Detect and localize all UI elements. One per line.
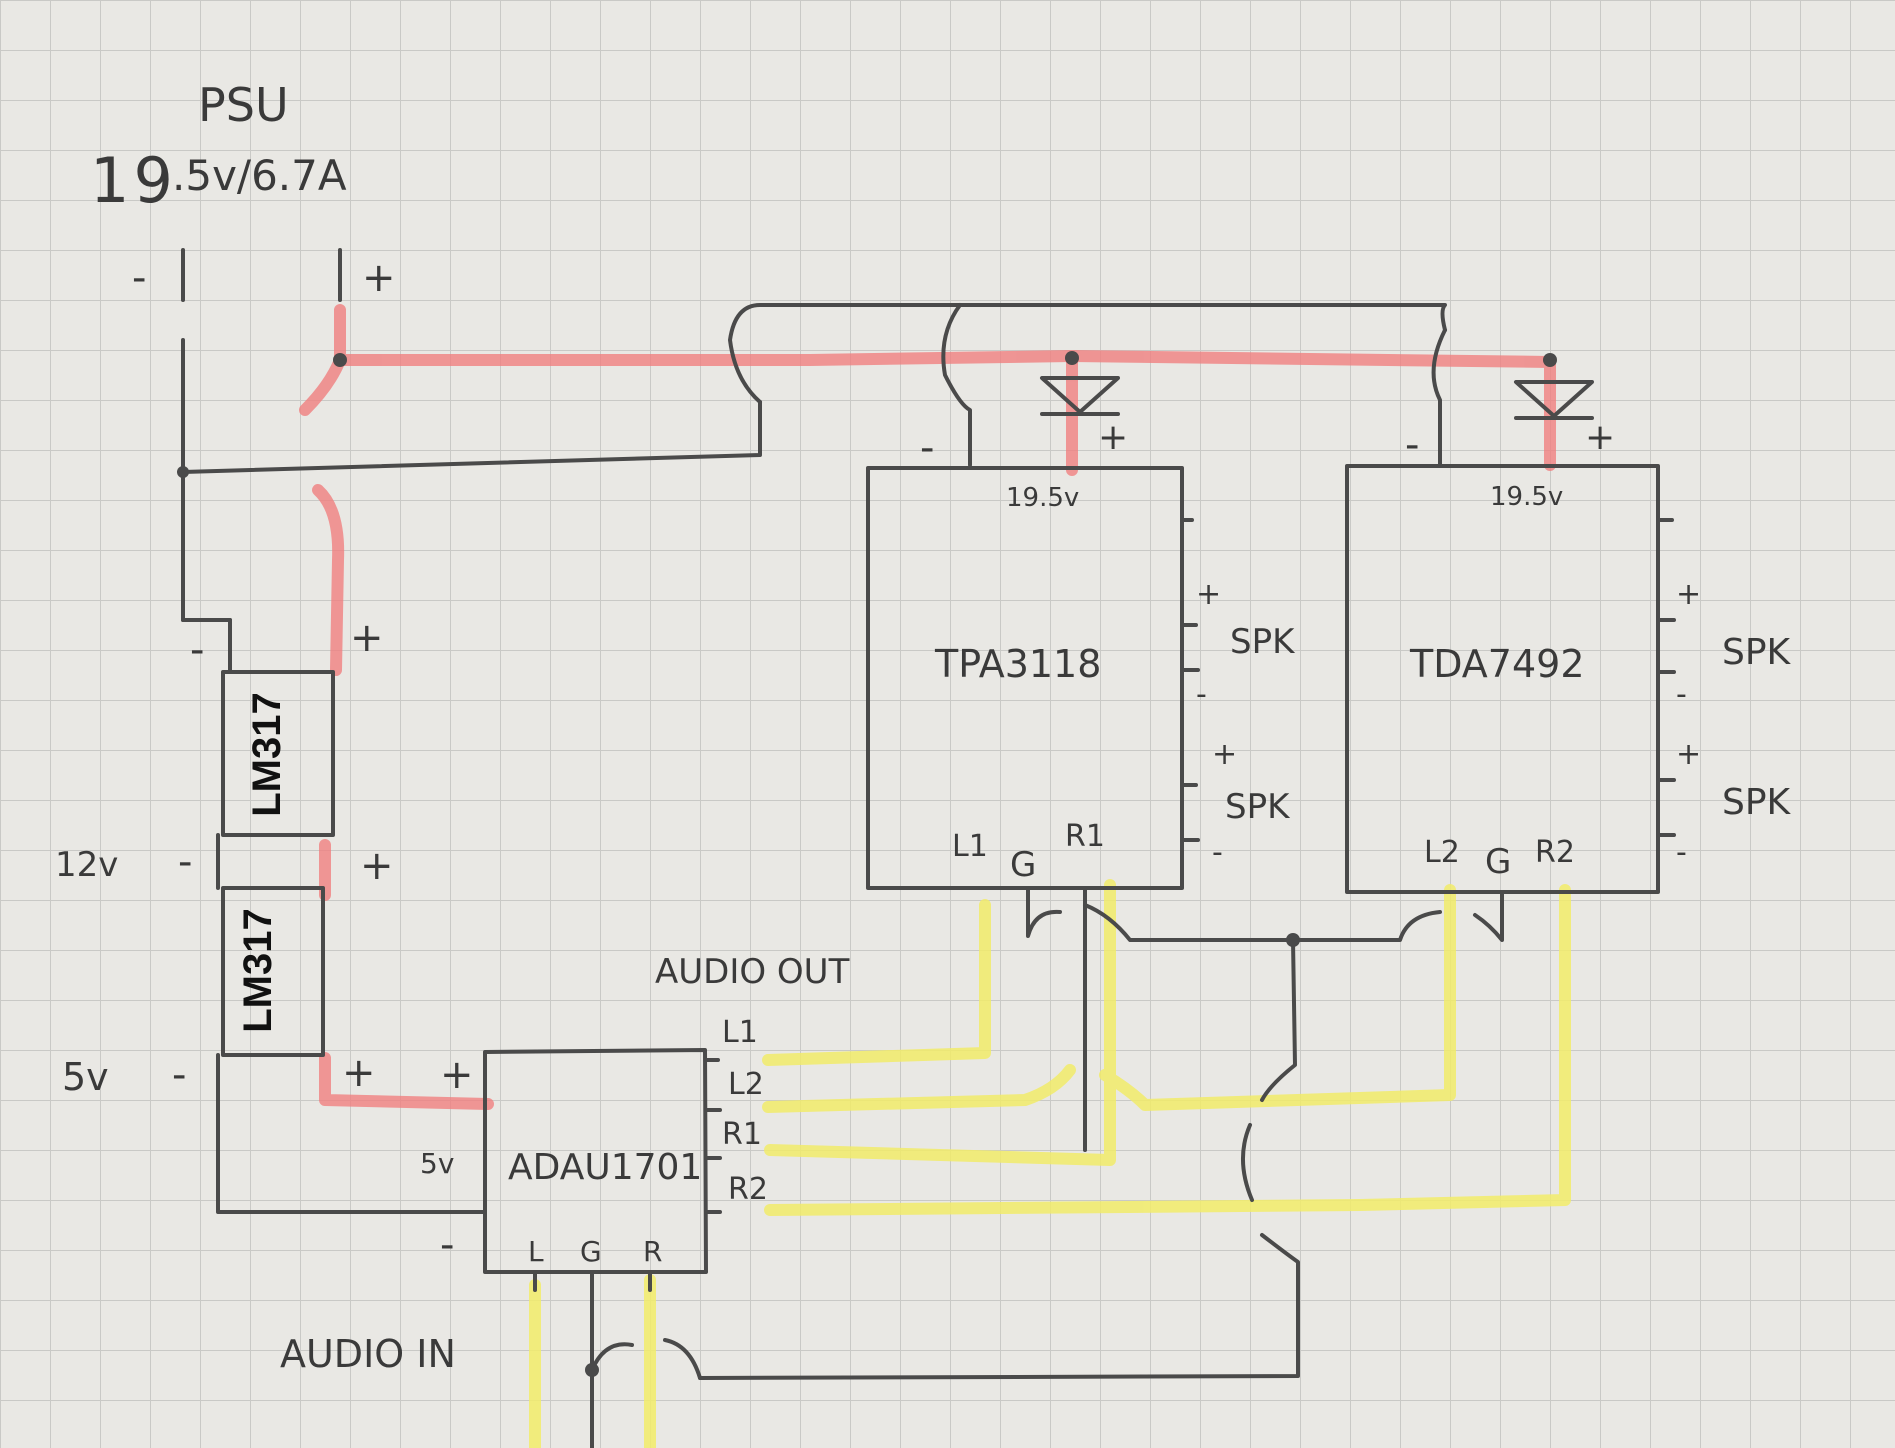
tda7492-spk1-plus: + bbox=[1676, 577, 1702, 612]
adau1701-in-l: L bbox=[528, 1235, 544, 1268]
tda7492-spk2-minus: - bbox=[1676, 835, 1687, 870]
tpa3118-minus: - bbox=[920, 425, 935, 471]
tpa3118-spk1-minus: - bbox=[1196, 677, 1207, 712]
adau1701-in-r: R bbox=[643, 1235, 663, 1268]
tda7492-input-l2: L2 bbox=[1424, 835, 1460, 870]
tpa3118-spk2-label: SPK bbox=[1225, 787, 1290, 827]
tpa3118-input-r1: R1 bbox=[1065, 819, 1105, 854]
tpa3118-spk1-plus: + bbox=[1196, 577, 1222, 612]
tpa3118-input-g: G bbox=[1010, 845, 1037, 885]
tda7492-spk1-minus: - bbox=[1676, 677, 1687, 712]
adau1701-out-l1: L1 bbox=[722, 1015, 758, 1050]
lm317-upper-plus: + bbox=[350, 615, 384, 661]
tda7492-input-g: G bbox=[1485, 842, 1512, 882]
adau1701-out-r1: R1 bbox=[722, 1117, 762, 1152]
tpa3118-spk2-plus: + bbox=[1212, 737, 1238, 772]
audio-out-label: AUDIO OUT bbox=[655, 952, 850, 992]
tda7492-spk2-plus: + bbox=[1676, 737, 1702, 772]
lm317-upper-minus: - bbox=[190, 627, 205, 673]
tpa3118-spk2-minus: - bbox=[1212, 835, 1223, 870]
adau1701-plus: + bbox=[440, 1052, 474, 1098]
audio-in-label: AUDIO IN bbox=[280, 1332, 456, 1376]
adau1701-name: ADAU1701 bbox=[508, 1147, 703, 1188]
lm317-lower-plus: + bbox=[360, 843, 394, 889]
lm317-upper-label: LM317 bbox=[244, 692, 289, 817]
tpa3118-supply: 19.5v bbox=[1006, 483, 1080, 513]
lm317-lower-minus: - bbox=[178, 839, 193, 885]
psu-plus-label: + bbox=[362, 255, 396, 301]
adau1701-supply: 5v bbox=[420, 1147, 455, 1180]
tpa3118-name: TPA3118 bbox=[935, 642, 1102, 686]
rail-5v-plus: + bbox=[342, 1050, 376, 1096]
tda7492-spk2-label: SPK bbox=[1722, 782, 1791, 823]
psu-rating-rest: .5v/6.7A bbox=[172, 151, 347, 200]
adau1701-out-r2: R2 bbox=[728, 1172, 768, 1207]
tda7492-supply: 19.5v bbox=[1490, 482, 1564, 512]
tda7492-input-r2: R2 bbox=[1535, 835, 1575, 870]
tda7492-plus: + bbox=[1585, 417, 1616, 458]
psu-rating-volts: 19 bbox=[90, 144, 177, 217]
psu-minus-label: - bbox=[132, 255, 147, 301]
adau1701-out-l2: L2 bbox=[728, 1067, 764, 1102]
rail-5v-label: 5v bbox=[62, 1055, 109, 1099]
pencil-wiring bbox=[181, 248, 1676, 1448]
tda7492-spk1-label: SPK bbox=[1722, 632, 1791, 673]
tpa3118-plus: + bbox=[1098, 417, 1129, 458]
rail-12v-label: 12v bbox=[55, 845, 119, 885]
signal-highlights bbox=[529, 879, 1571, 1448]
adau1701-in-g: G bbox=[580, 1235, 602, 1268]
junction-dots bbox=[177, 351, 1557, 1377]
psu-title: PSU bbox=[198, 78, 289, 132]
tda7492-name: TDA7492 bbox=[1410, 642, 1585, 686]
lm317-lower-label: LM317 bbox=[235, 908, 280, 1033]
tpa3118-spk1-label: SPK bbox=[1230, 622, 1295, 662]
rail-5v-minus: - bbox=[172, 1052, 187, 1098]
tda7492-minus: - bbox=[1405, 422, 1420, 468]
adau1701-minus: - bbox=[440, 1222, 455, 1268]
tpa3118-input-l1: L1 bbox=[952, 829, 988, 864]
